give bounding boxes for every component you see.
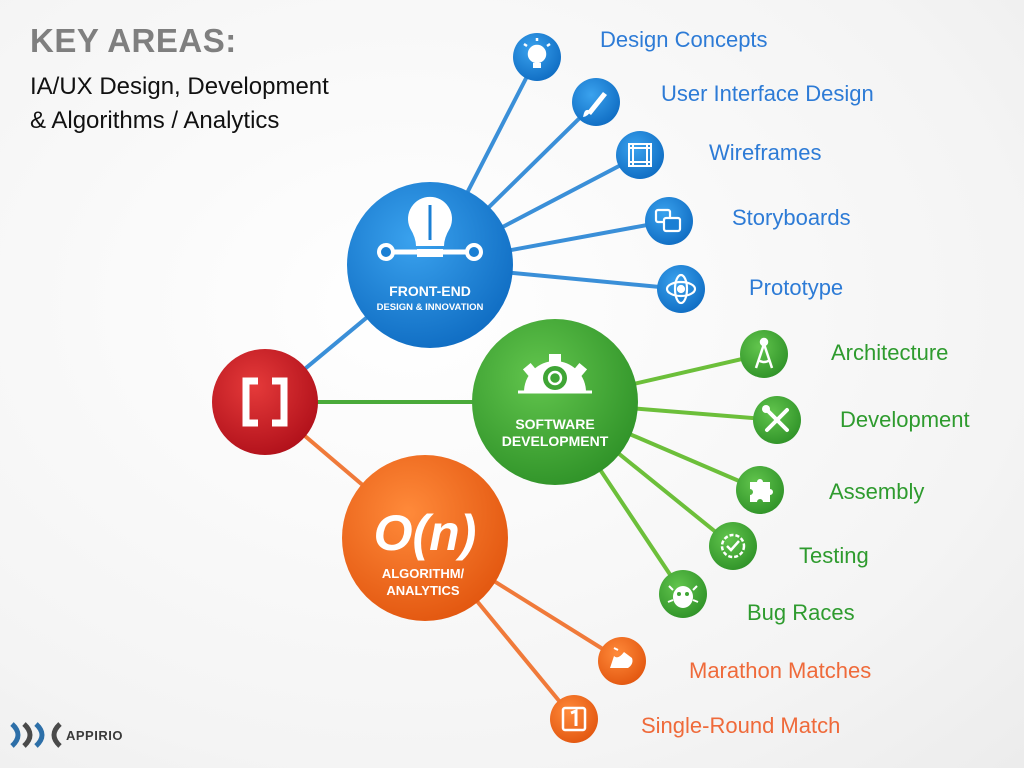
label-architecture: Architecture bbox=[831, 340, 948, 365]
label-design-concepts: Design Concepts bbox=[600, 27, 768, 52]
hub-software: SOFTWARE DEVELOPMENT bbox=[472, 319, 638, 485]
label-assembly: Assembly bbox=[829, 479, 924, 504]
subtitle-line-2: & Algorithms / Analytics bbox=[30, 107, 280, 134]
hub-algorithm-line2: ANALYTICS bbox=[386, 583, 460, 598]
appirio-logo-text: APPIRIO bbox=[66, 727, 123, 743]
label-testing: Testing bbox=[799, 543, 869, 568]
gear-icon bbox=[518, 354, 592, 394]
node-prototype bbox=[657, 265, 705, 313]
hub-frontend-line2: DESIGN & INNOVATION bbox=[377, 302, 484, 313]
hub-center bbox=[212, 349, 318, 455]
appirio-logo-icon bbox=[10, 722, 62, 748]
lightbulb-icon bbox=[523, 38, 551, 68]
label-storyboards: Storyboards bbox=[732, 205, 851, 230]
label-prototype: Prototype bbox=[749, 275, 843, 300]
node-bug-races bbox=[659, 570, 707, 618]
bug-icon bbox=[667, 585, 699, 608]
lightbulb-icon bbox=[377, 196, 483, 261]
label-development: Development bbox=[840, 407, 970, 432]
running-shoe-icon bbox=[610, 647, 633, 668]
node-marathon-matches bbox=[598, 637, 646, 685]
hub-algorithm-big: O(n) bbox=[374, 505, 477, 561]
node-assembly bbox=[736, 466, 784, 514]
page-subtitle: IA/UX Design, Development & Algorithms /… bbox=[30, 70, 329, 138]
hub-frontend-line1: FRONT-END bbox=[389, 283, 471, 299]
bracket-logo-icon bbox=[242, 377, 288, 427]
node-ui-design bbox=[572, 78, 620, 126]
hub-algorithm: O(n) ALGORITHM/ ANALYTICS bbox=[342, 455, 508, 621]
appirio-logo: APPIRIO bbox=[10, 722, 123, 748]
prototype-icon bbox=[665, 273, 697, 305]
branch-labels: Design Concepts User Interface Design Wi… bbox=[600, 27, 970, 738]
label-marathon-matches: Marathon Matches bbox=[689, 658, 871, 683]
compass-icon bbox=[754, 337, 774, 369]
node-architecture bbox=[740, 330, 788, 378]
wireframe-icon bbox=[628, 143, 652, 167]
hub-frontend: FRONT-END DESIGN & INNOVATION bbox=[347, 182, 513, 348]
page-title: KEY AREAS: bbox=[30, 22, 237, 59]
hub-software-line1: SOFTWARE bbox=[515, 416, 594, 432]
subtitle-line-1: IA/UX Design, Development bbox=[30, 73, 329, 100]
number-one-icon bbox=[561, 706, 587, 732]
label-wireframes: Wireframes bbox=[709, 140, 821, 165]
label-single-round-match: Single-Round Match bbox=[641, 713, 840, 738]
tools-icon bbox=[762, 405, 789, 432]
node-development bbox=[753, 396, 801, 444]
node-storyboards bbox=[645, 197, 693, 245]
hub-algorithm-line1: ALGORITHM/ bbox=[382, 566, 465, 581]
label-ui-design: User Interface Design bbox=[661, 81, 874, 106]
node-wireframes bbox=[616, 131, 664, 179]
storyboard-icon bbox=[654, 208, 682, 233]
paintbrush-icon bbox=[583, 92, 607, 117]
node-single-round-match bbox=[550, 695, 598, 743]
puzzle-icon bbox=[750, 479, 773, 502]
check-gear-icon bbox=[720, 533, 746, 559]
label-bug-races: Bug Races bbox=[747, 600, 855, 625]
hub-software-line2: DEVELOPMENT bbox=[502, 433, 609, 449]
node-testing bbox=[709, 522, 757, 570]
node-design-concepts bbox=[513, 33, 561, 81]
